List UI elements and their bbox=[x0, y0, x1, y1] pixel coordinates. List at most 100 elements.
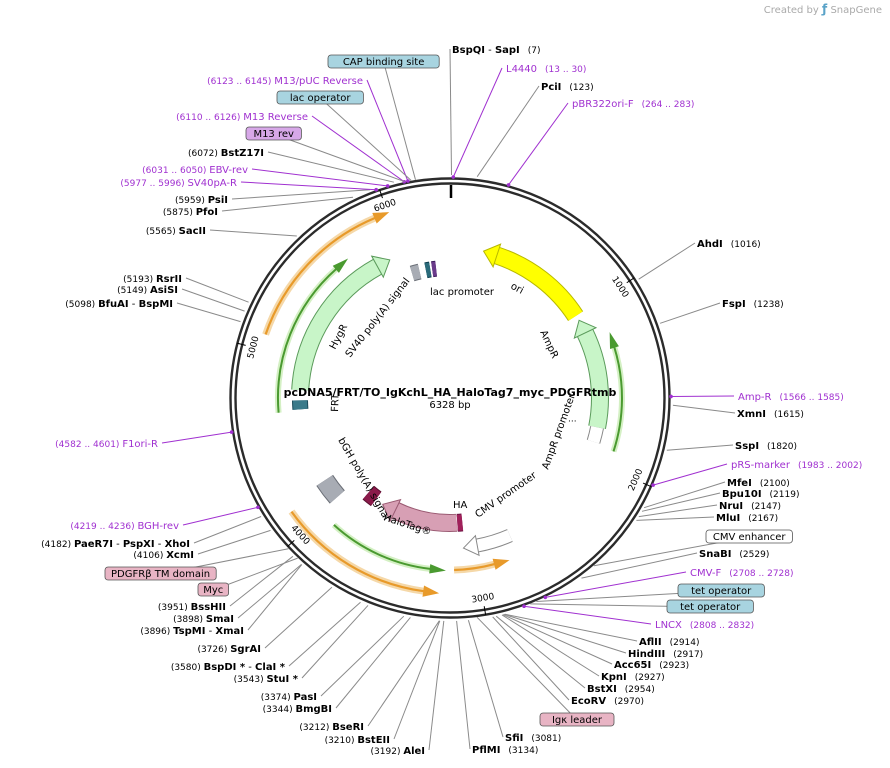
enzyme-pos: (5098) bbox=[65, 300, 98, 310]
primer-label: (6110 .. 6126) M13 Reverse bbox=[176, 112, 308, 123]
primer-label: (5977 .. 5996) SV40pA-R bbox=[120, 178, 237, 189]
ha-label: HA bbox=[453, 500, 468, 511]
enzyme-pos: (2927) bbox=[635, 673, 665, 683]
lac-promoter-label: lac promoter bbox=[430, 287, 495, 298]
primer-range: (4219 .. 4236) bbox=[70, 522, 137, 532]
enzyme-leader bbox=[237, 564, 302, 619]
enzyme-sep: - bbox=[205, 626, 215, 637]
enzyme-name: SnaBI bbox=[699, 549, 731, 560]
enzyme-leader bbox=[636, 516, 715, 521]
enzyme-leader bbox=[267, 151, 395, 183]
primer-site-marker bbox=[385, 184, 390, 188]
enzyme-leader bbox=[449, 48, 452, 176]
backbone-outer-strand bbox=[229, 177, 671, 619]
enzyme-pos: (1820) bbox=[767, 442, 797, 452]
enzyme-leader bbox=[503, 613, 627, 654]
enzyme-pos: (2167) bbox=[748, 514, 778, 524]
enzyme-label-sfii: SfiI (3081) bbox=[505, 733, 561, 744]
enzyme-leader bbox=[320, 615, 405, 697]
enzyme-leader bbox=[666, 444, 734, 451]
primer-name: EBV-rev bbox=[209, 165, 248, 176]
enzyme-name: AsiSI bbox=[150, 285, 178, 296]
enzyme-name: BmgBI bbox=[295, 704, 332, 715]
enzyme-label-bfuai: (5098) BfuAI - BspMI bbox=[65, 299, 173, 310]
enzyme-pos: (5193) bbox=[123, 275, 156, 285]
primer-site-marker bbox=[651, 483, 655, 487]
enzyme-leader bbox=[638, 242, 696, 280]
cmv-promoter-label: CMV promoter bbox=[473, 470, 539, 521]
enzyme-leader bbox=[185, 277, 249, 303]
enzyme-name: BspDI * bbox=[204, 662, 246, 673]
orf-bottom-head bbox=[492, 558, 510, 570]
enzyme-label-bstxi: BstXI(2954) bbox=[587, 684, 655, 695]
enzyme-label-smai: (3898) SmaI bbox=[173, 614, 234, 625]
enzyme-pos: (3134) bbox=[508, 746, 538, 756]
enzyme-sep: - bbox=[129, 299, 139, 310]
enzyme-leader bbox=[209, 229, 297, 237]
enzyme-label-aflii: AflII(2914) bbox=[639, 637, 700, 648]
primer-name: pRS-marker bbox=[731, 460, 791, 471]
primer-leader bbox=[366, 79, 409, 182]
enzyme-pos: (5565) bbox=[146, 227, 179, 237]
feature-box bbox=[245, 126, 302, 141]
feature-leader bbox=[319, 97, 412, 181]
enzyme-leader bbox=[335, 617, 411, 709]
primer-site-marker bbox=[543, 595, 548, 600]
orf-bottom-left-head bbox=[422, 585, 440, 597]
enzyme-pos: (1016) bbox=[731, 240, 761, 250]
orf-green-bottom bbox=[333, 524, 431, 570]
primer-leader bbox=[182, 506, 259, 526]
feature-box-label: CAP binding site bbox=[343, 57, 425, 68]
enzyme-pos: (5959) bbox=[175, 196, 208, 206]
feature-box bbox=[677, 583, 765, 598]
enzyme-sep: - bbox=[245, 662, 255, 673]
ori-label: ori bbox=[509, 281, 526, 297]
enzyme-label-snabi: SnaBI(2529) bbox=[699, 549, 769, 560]
feature-leader bbox=[273, 133, 405, 183]
feature-box-label: tet operator bbox=[691, 586, 752, 597]
tick-mark bbox=[379, 189, 383, 199]
enzyme-leader bbox=[231, 189, 371, 200]
enzyme-leader bbox=[197, 529, 271, 555]
enzyme-pos: (1238) bbox=[754, 300, 784, 310]
enzyme-label-pasi: (3374) PasI bbox=[261, 692, 317, 703]
feature-leader bbox=[383, 61, 416, 180]
enzyme-leader bbox=[247, 564, 303, 631]
tick-mark bbox=[626, 277, 635, 284]
enzyme-label-bmgbi: (3344) BmgBI bbox=[263, 704, 332, 715]
enzyme-label-sacii: (5565) SacII bbox=[146, 226, 206, 237]
enzyme-name: BspQI bbox=[452, 45, 485, 56]
ampr-label: AmpR bbox=[537, 329, 560, 361]
enzyme-name: PaeR7I bbox=[74, 539, 113, 550]
enzyme-pos: (3081) bbox=[531, 734, 561, 744]
enzyme-label-bsteii: (3210) BstEII bbox=[325, 735, 390, 746]
feature-box-label: tet operator bbox=[680, 602, 741, 613]
enzyme-leader bbox=[301, 605, 369, 679]
enzyme-name2: XmaI bbox=[215, 626, 244, 637]
enzyme-label-rsrii: (5193) RsrII bbox=[123, 274, 182, 285]
feature-box bbox=[705, 529, 793, 544]
enzyme-leader bbox=[581, 552, 698, 579]
enzyme-label-bsshii: (3951) BssHII bbox=[158, 602, 226, 613]
feature-box bbox=[666, 599, 754, 614]
enzyme-pos: (3212) bbox=[299, 723, 332, 733]
enzyme-name: SfiI bbox=[505, 733, 523, 744]
plasmid-size: 6328 bp bbox=[429, 400, 470, 411]
primer-label: L4440(13 .. 30) bbox=[506, 64, 586, 75]
enzyme-name: AhdI bbox=[697, 239, 723, 250]
enzyme-pos: (2914) bbox=[670, 638, 700, 648]
enzyme-leader bbox=[504, 613, 638, 642]
primer-range: (264 .. 283) bbox=[642, 100, 695, 110]
tick-label: 2000 bbox=[627, 467, 645, 492]
primer-leader bbox=[652, 463, 728, 486]
enzyme-label-bseri: (3212) BseRI bbox=[299, 722, 364, 733]
enzyme-leader bbox=[229, 555, 294, 607]
primer-range: (2708 .. 2728) bbox=[729, 569, 793, 579]
enzyme-pos: (2147) bbox=[751, 502, 781, 512]
enzyme-name: FspI bbox=[722, 299, 746, 310]
enzyme-label-xcmi: (4106) XcmI bbox=[133, 550, 194, 561]
enzyme-pos: (2100) bbox=[760, 479, 790, 489]
enzyme-name: BfuAI bbox=[98, 299, 129, 310]
primer-leader bbox=[508, 102, 569, 186]
